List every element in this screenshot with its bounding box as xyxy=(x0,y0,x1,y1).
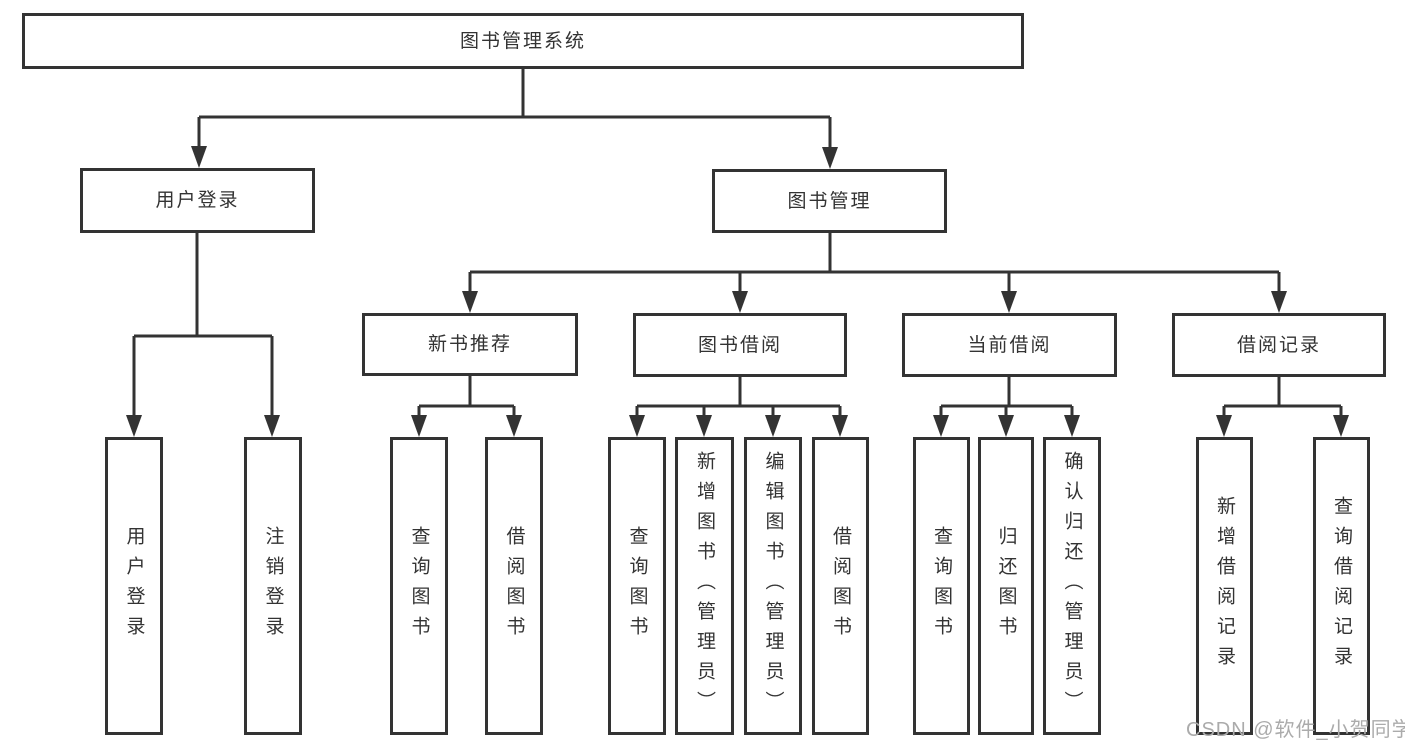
leaf-query-book-current: 查询图书 xyxy=(913,437,970,735)
node-label: 查询借阅记录 xyxy=(1331,496,1352,676)
node-label: 图书借阅 xyxy=(697,334,782,356)
node-label: 新增借阅记录 xyxy=(1214,496,1235,676)
node-user-login: 用户登录 xyxy=(80,168,315,233)
node-label: 注销登录 xyxy=(262,526,284,646)
leaf-confirm-return-admin: 确认归还（管理员） xyxy=(1043,437,1101,735)
node-label: 用户登录 xyxy=(123,526,145,646)
node-label: 查询图书 xyxy=(626,526,648,646)
leaf-borrow-book-recommend: 借阅图书 xyxy=(485,437,543,735)
connector-book-borrow-to-leaves xyxy=(629,377,848,437)
node-label: 借阅图书 xyxy=(830,526,851,646)
csdn-watermark: CSDN @软件_小贺同学 xyxy=(1186,719,1405,741)
connector-borrow-records-to-leaves xyxy=(1216,377,1349,437)
node-current-borrow: 当前借阅 xyxy=(902,313,1117,377)
node-label: 编辑图书（管理员） xyxy=(762,451,784,721)
node-label: 图书管理系统 xyxy=(459,30,586,52)
node-label: 确认归还（管理员） xyxy=(1061,451,1083,721)
node-label: 当前借阅 xyxy=(967,334,1052,356)
connector-book-mgmt-to-level3 xyxy=(462,233,1287,313)
node-label: 新增图书（管理员） xyxy=(694,451,715,721)
node-label: 借阅记录 xyxy=(1236,334,1321,356)
connector-current-borrow-to-leaves xyxy=(933,377,1080,437)
leaf-add-borrow-record: 新增借阅记录 xyxy=(1196,437,1253,735)
node-label: 查询图书 xyxy=(931,526,952,646)
node-label: 新书推荐 xyxy=(427,334,512,355)
node-borrow-records: 借阅记录 xyxy=(1172,313,1386,377)
leaf-query-book-recommend: 查询图书 xyxy=(390,437,448,735)
leaf-query-borrow-record: 查询借阅记录 xyxy=(1313,437,1370,735)
leaf-add-book-admin: 新增图书（管理员） xyxy=(675,437,734,735)
node-label: 查询图书 xyxy=(408,526,430,646)
leaf-logout: 注销登录 xyxy=(244,437,302,735)
connector-new-book-to-leaves xyxy=(411,376,522,437)
node-new-book-recommend: 新书推荐 xyxy=(362,313,578,376)
node-library-management-system: 图书管理系统 xyxy=(22,13,1024,69)
leaf-borrow-book: 借阅图书 xyxy=(812,437,869,735)
leaf-edit-book-admin: 编辑图书（管理员） xyxy=(744,437,802,735)
node-label: 用户登录 xyxy=(155,190,240,211)
node-label: 借阅图书 xyxy=(503,526,525,646)
connector-user-login-to-leaves xyxy=(126,233,280,437)
node-book-management: 图书管理 xyxy=(712,169,947,233)
connector-root-to-level2 xyxy=(191,69,838,169)
node-book-borrow: 图书借阅 xyxy=(633,313,847,377)
leaf-query-book-borrow: 查询图书 xyxy=(608,437,666,735)
leaf-user-login: 用户登录 xyxy=(105,437,163,735)
node-label: 图书管理 xyxy=(787,190,872,212)
leaf-return-book: 归还图书 xyxy=(978,437,1034,735)
node-label: 归还图书 xyxy=(995,526,1017,646)
